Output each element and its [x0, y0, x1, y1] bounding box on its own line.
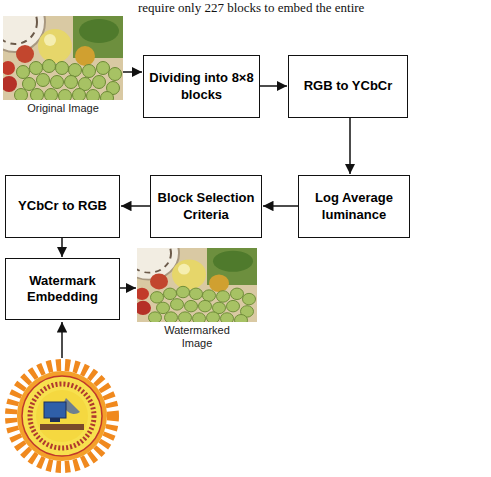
box-label: Block Selection Criteria: [154, 190, 258, 223]
image-node: Original Image: [3, 16, 123, 115]
box-label: Dividing into 8×8 blocks: [147, 70, 256, 103]
flow-arrow: [260, 85, 287, 87]
flow-arrow: [123, 71, 142, 73]
logo-monitor: [44, 402, 66, 418]
logo-sun: [17, 371, 107, 461]
original-photo: [0, 0, 123, 105]
logo-stand: [50, 418, 60, 422]
flow-arrow: [120, 287, 136, 289]
box-label: Watermark Embedding: [9, 273, 116, 306]
process-box: RGB to YCbCr: [288, 55, 408, 118]
process-box: Watermark Embedding: [5, 258, 120, 320]
logo-arrow: [61, 322, 63, 358]
logo-disc: [22, 376, 102, 456]
image-node: Watermarked Image: [137, 248, 257, 350]
process-box: Log Average luminance: [298, 175, 410, 238]
flow-arrow: [263, 205, 298, 207]
flow-arrow: [121, 205, 150, 207]
logo-ring: [30, 384, 94, 448]
process-box: Dividing into 8×8 blocks: [143, 55, 260, 118]
logo-rays: [11, 365, 113, 467]
flow-arrow: [61, 238, 63, 257]
flow-arrow: [349, 118, 351, 174]
watermarked-photo: [119, 227, 257, 326]
box-label: YCbCr to RGB: [18, 198, 107, 214]
paper-text: require only 227 blocks to embed the ent…: [138, 0, 364, 16]
box-label: RGB to YCbCr: [304, 78, 393, 94]
logo-base: [40, 424, 84, 430]
process-box: YCbCr to RGB: [5, 175, 120, 238]
image-caption: Watermarked Image: [157, 324, 237, 350]
watermark-logo: [11, 365, 113, 467]
box-label: Log Average luminance: [302, 190, 406, 223]
image-caption: Original Image: [27, 102, 99, 115]
process-box: Block Selection Criteria: [150, 175, 262, 238]
logo-centre: [36, 390, 88, 442]
